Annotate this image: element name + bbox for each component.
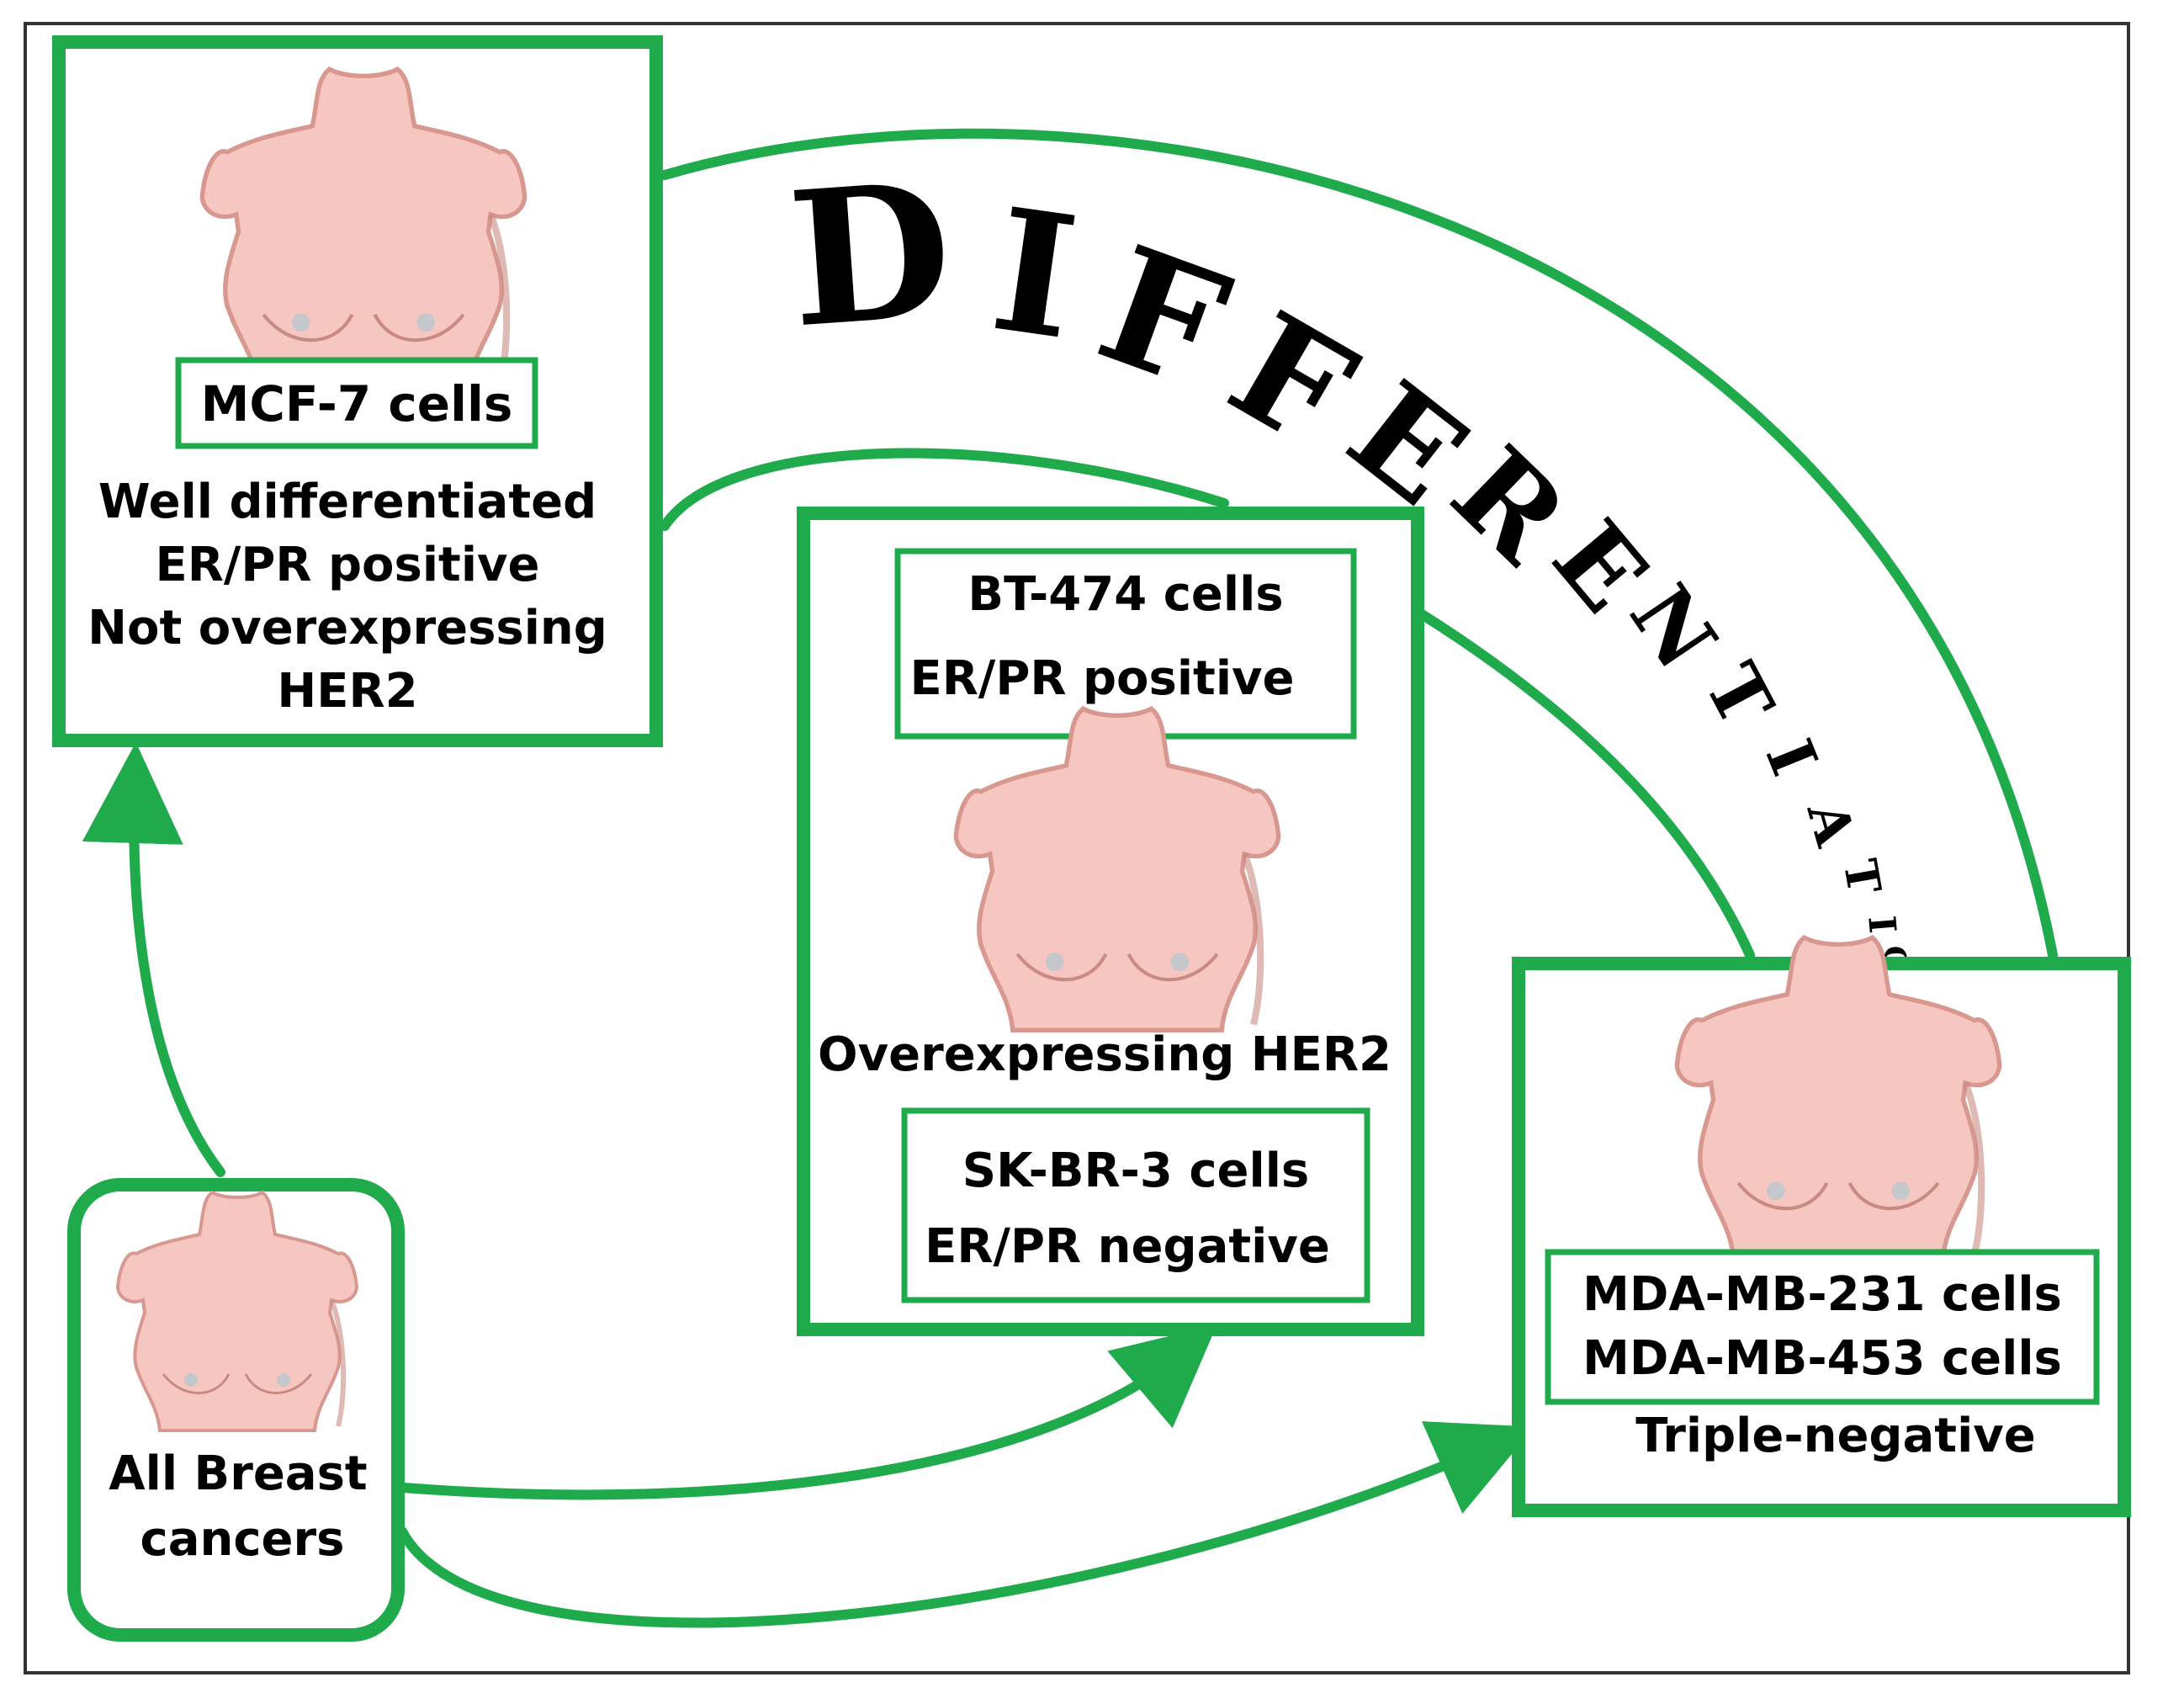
mcf7-line-2: ER/PR positive (155, 538, 539, 592)
title-letter: I (1752, 730, 1832, 785)
title-letter: A (1794, 794, 1867, 854)
all-line-2: cancers (140, 1512, 345, 1567)
arrow-all-to-mcf7 (82, 742, 225, 1177)
mcf7-line-3: Not overexpressing (87, 601, 607, 655)
bt474-box (894, 548, 1357, 740)
mcf7-cells-label: MCF-7 cells (201, 375, 513, 433)
mda-cells-box (1545, 1249, 2100, 1405)
mcf7-box: MCF-7 cells Well differentiated ER/PR po… (52, 35, 663, 747)
mcf7-line-4: HER2 (277, 664, 417, 719)
title-letter: D (782, 141, 957, 369)
skbr3-receptor-label: ER/PR negative (925, 1219, 1330, 1274)
arrow-all-to-mda (397, 1421, 1535, 1628)
skbr3-cells-label: SK-BR-3 cells (962, 1144, 1310, 1198)
connectors (82, 128, 2058, 1628)
arrow-all-to-her2 (399, 1324, 1217, 1500)
title-letter: I (1859, 914, 1904, 935)
title-letter: T (1688, 650, 1791, 740)
title-letter: I (982, 171, 1087, 378)
mda-line-2: MDA-MB-453 cells (1582, 1331, 2062, 1386)
connector-mcf7-to-mda-outer (660, 128, 2058, 960)
connector-bt474-to-mda (1417, 609, 1755, 960)
title-letter: F (1078, 210, 1248, 426)
connector-mcf7-to-bt474 (660, 448, 1229, 531)
her2-box: BT-474 cells ER/PR positive Overexpressi… (797, 507, 1424, 1336)
bt474-receptor-label: ER/PR positive (909, 651, 1294, 706)
title-letter: T (1833, 855, 1892, 898)
outer-frame (24, 22, 2130, 1674)
mda-line-1: MDA-MB-231 cells (1582, 1267, 2062, 1322)
her2-label: Overexpressing HER2 (818, 1027, 1392, 1082)
mda-box: MDA-MB-231 cells MDA-MB-453 cells Triple… (1512, 937, 2131, 1517)
mcf7-line-1: Well differentiated (98, 475, 596, 529)
triple-negative-label: Triple-negative (1635, 1409, 2036, 1463)
all-line-1: All Breast (109, 1446, 367, 1501)
mcf7-cells-box (175, 357, 538, 449)
skbr3-box (901, 1107, 1370, 1303)
all-cancers-box: All Breast cancers (67, 1178, 405, 1642)
bt474-cells-label: BT-474 cells (967, 567, 1283, 622)
